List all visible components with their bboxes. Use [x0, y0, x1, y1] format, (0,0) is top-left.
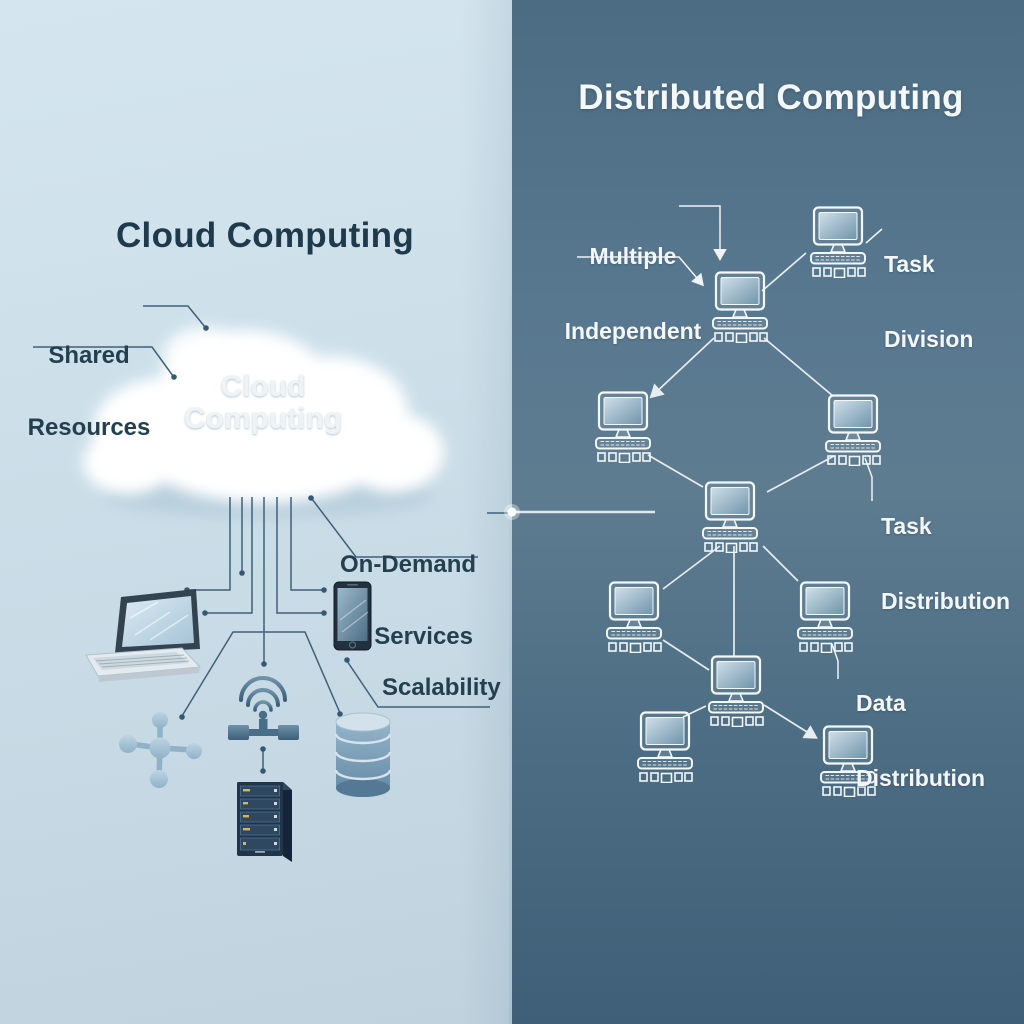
laptop-icon — [85, 589, 202, 682]
task-division-line2: Division — [884, 326, 974, 352]
task-division-line1: Task — [884, 251, 935, 277]
task-distribution-line2: Distribution — [881, 588, 1011, 614]
cloud-connector-lines — [181, 497, 341, 769]
data-distribution-line1: Data — [856, 690, 906, 716]
cloud-embossed-text-line2: Computing — [184, 402, 342, 435]
task-distribution-line1: Task — [881, 513, 932, 539]
shared-resources-line1: Shared — [48, 342, 130, 369]
leader-line-shared-resources — [33, 305, 206, 377]
divider-link-line — [504, 504, 655, 520]
computer-icon — [636, 711, 694, 783]
shared-resources-line2: Resources — [27, 414, 151, 441]
network-node-icon — [119, 712, 202, 788]
task-distribution-label: Task Distribution — [881, 464, 1010, 664]
data-distribution-line2: Distribution — [856, 765, 986, 791]
computer-icon — [809, 206, 867, 278]
cloud-icon: Cloud Computing — [83, 327, 444, 517]
shared-resources-label: Shared Resources — [8, 296, 170, 488]
cloud-computing-title: Cloud Computing — [115, 216, 415, 255]
computer-icon — [796, 581, 854, 653]
computer-icon — [701, 481, 759, 553]
database-icon — [334, 712, 392, 797]
on-demand-line1: On-Demand — [340, 551, 477, 578]
on-demand-services-label: On-Demand Services — [340, 505, 477, 697]
leader-line-multiple-independent — [577, 205, 727, 287]
multiple-independent-line1: Multiple — [589, 243, 677, 269]
leader-line-scalability — [346, 660, 490, 708]
panel-edge-shadow — [461, 0, 511, 1024]
data-distribution-label: Data Distribution — [856, 641, 985, 841]
computer-icon — [594, 391, 652, 463]
multiple-independent-label: Multiple Independent — [558, 194, 708, 394]
leader-line-data-distribution — [831, 643, 839, 679]
smartphone-icon — [333, 581, 372, 651]
server-rack-icon — [237, 782, 292, 862]
connector-endpoint-dots — [171, 325, 350, 774]
computer-icon — [711, 271, 769, 343]
wifi-router-icon — [228, 676, 299, 740]
computer-icon — [707, 655, 765, 727]
computer-icon — [824, 394, 882, 466]
cloud-embossed-text-line1: Cloud — [221, 370, 306, 403]
computer-icon — [605, 581, 663, 653]
scalability-label: Scalability — [382, 674, 501, 701]
distributed-computing-title: Distributed Computing — [578, 78, 964, 117]
on-demand-line2: Services — [374, 623, 473, 650]
multiple-independent-line2: Independent — [564, 318, 702, 344]
task-division-label: Task Division — [884, 202, 973, 402]
leader-line-task-division — [865, 228, 883, 244]
leader-line-on-demand — [311, 498, 509, 558]
